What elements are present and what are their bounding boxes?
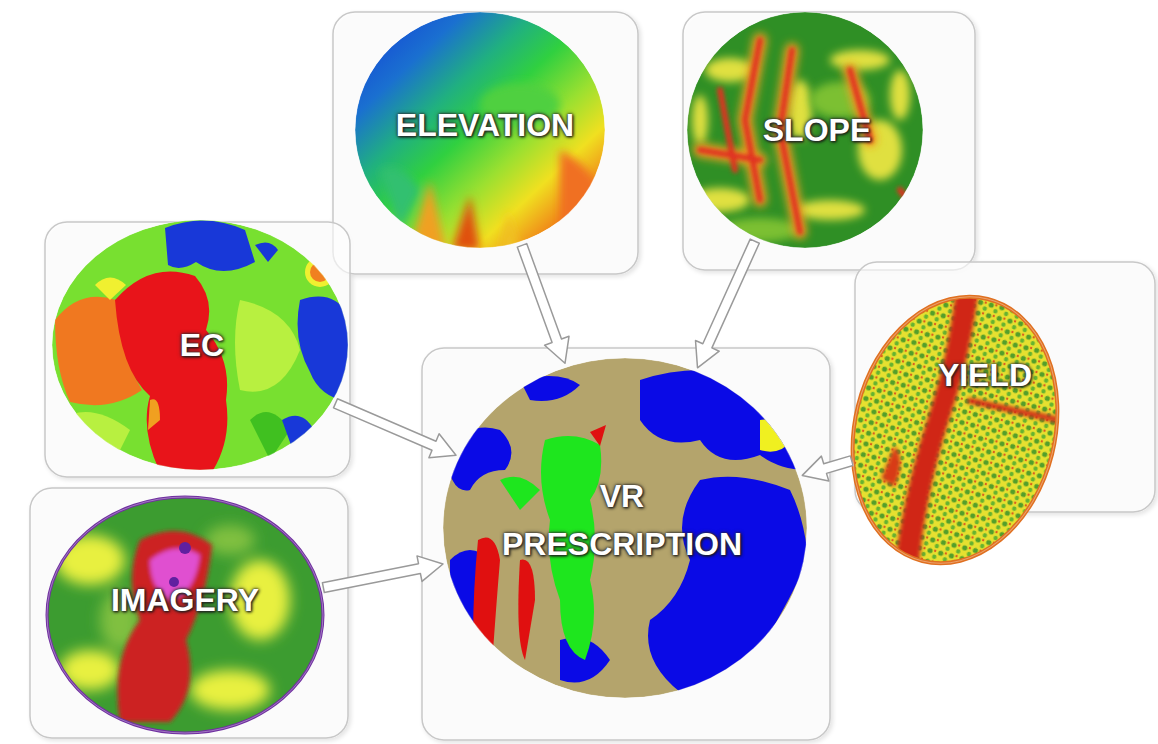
circle-edge bbox=[52, 220, 348, 470]
map-label: EC bbox=[180, 321, 224, 369]
slope-map bbox=[687, 12, 923, 248]
map-circle: EC bbox=[52, 220, 348, 470]
circle-edge bbox=[47, 497, 323, 733]
map-label: SLOPE bbox=[763, 106, 871, 154]
circle-edge bbox=[355, 12, 605, 248]
map-label: IMAGERY bbox=[111, 576, 259, 624]
frame-group bbox=[30, 12, 1155, 740]
yield-map bbox=[819, 269, 1091, 591]
frame bbox=[683, 12, 975, 270]
elevation-map bbox=[355, 12, 612, 252]
ec-map bbox=[52, 220, 350, 472]
hollow-arrow bbox=[802, 456, 853, 481]
hollow-arrow bbox=[334, 399, 457, 458]
frame bbox=[422, 348, 830, 740]
circle-edge bbox=[687, 12, 923, 248]
map-circle: YIELD bbox=[853, 297, 1057, 563]
circle-outline bbox=[853, 297, 1057, 563]
map-circle: SLOPE bbox=[687, 12, 923, 248]
map-label: ELEVATION bbox=[396, 101, 574, 149]
frame bbox=[30, 488, 348, 738]
map-label: YIELD bbox=[938, 351, 1032, 399]
map-circle: IMAGERY bbox=[47, 497, 323, 733]
map-circle: ELEVATION bbox=[355, 12, 605, 248]
circle-edge bbox=[443, 358, 807, 698]
frame bbox=[333, 12, 638, 274]
map-label: VR PRESCRIPTION bbox=[497, 472, 747, 568]
imagery-rim bbox=[47, 497, 323, 733]
prescription-map bbox=[443, 358, 808, 698]
hollow-arrow bbox=[517, 244, 569, 364]
circle-edge bbox=[825, 275, 1084, 585]
hollow-arrow bbox=[322, 556, 443, 593]
hollow-arrow bbox=[696, 239, 760, 368]
imagery-map bbox=[47, 497, 323, 733]
map-circle: VR PRESCRIPTION bbox=[443, 358, 807, 698]
